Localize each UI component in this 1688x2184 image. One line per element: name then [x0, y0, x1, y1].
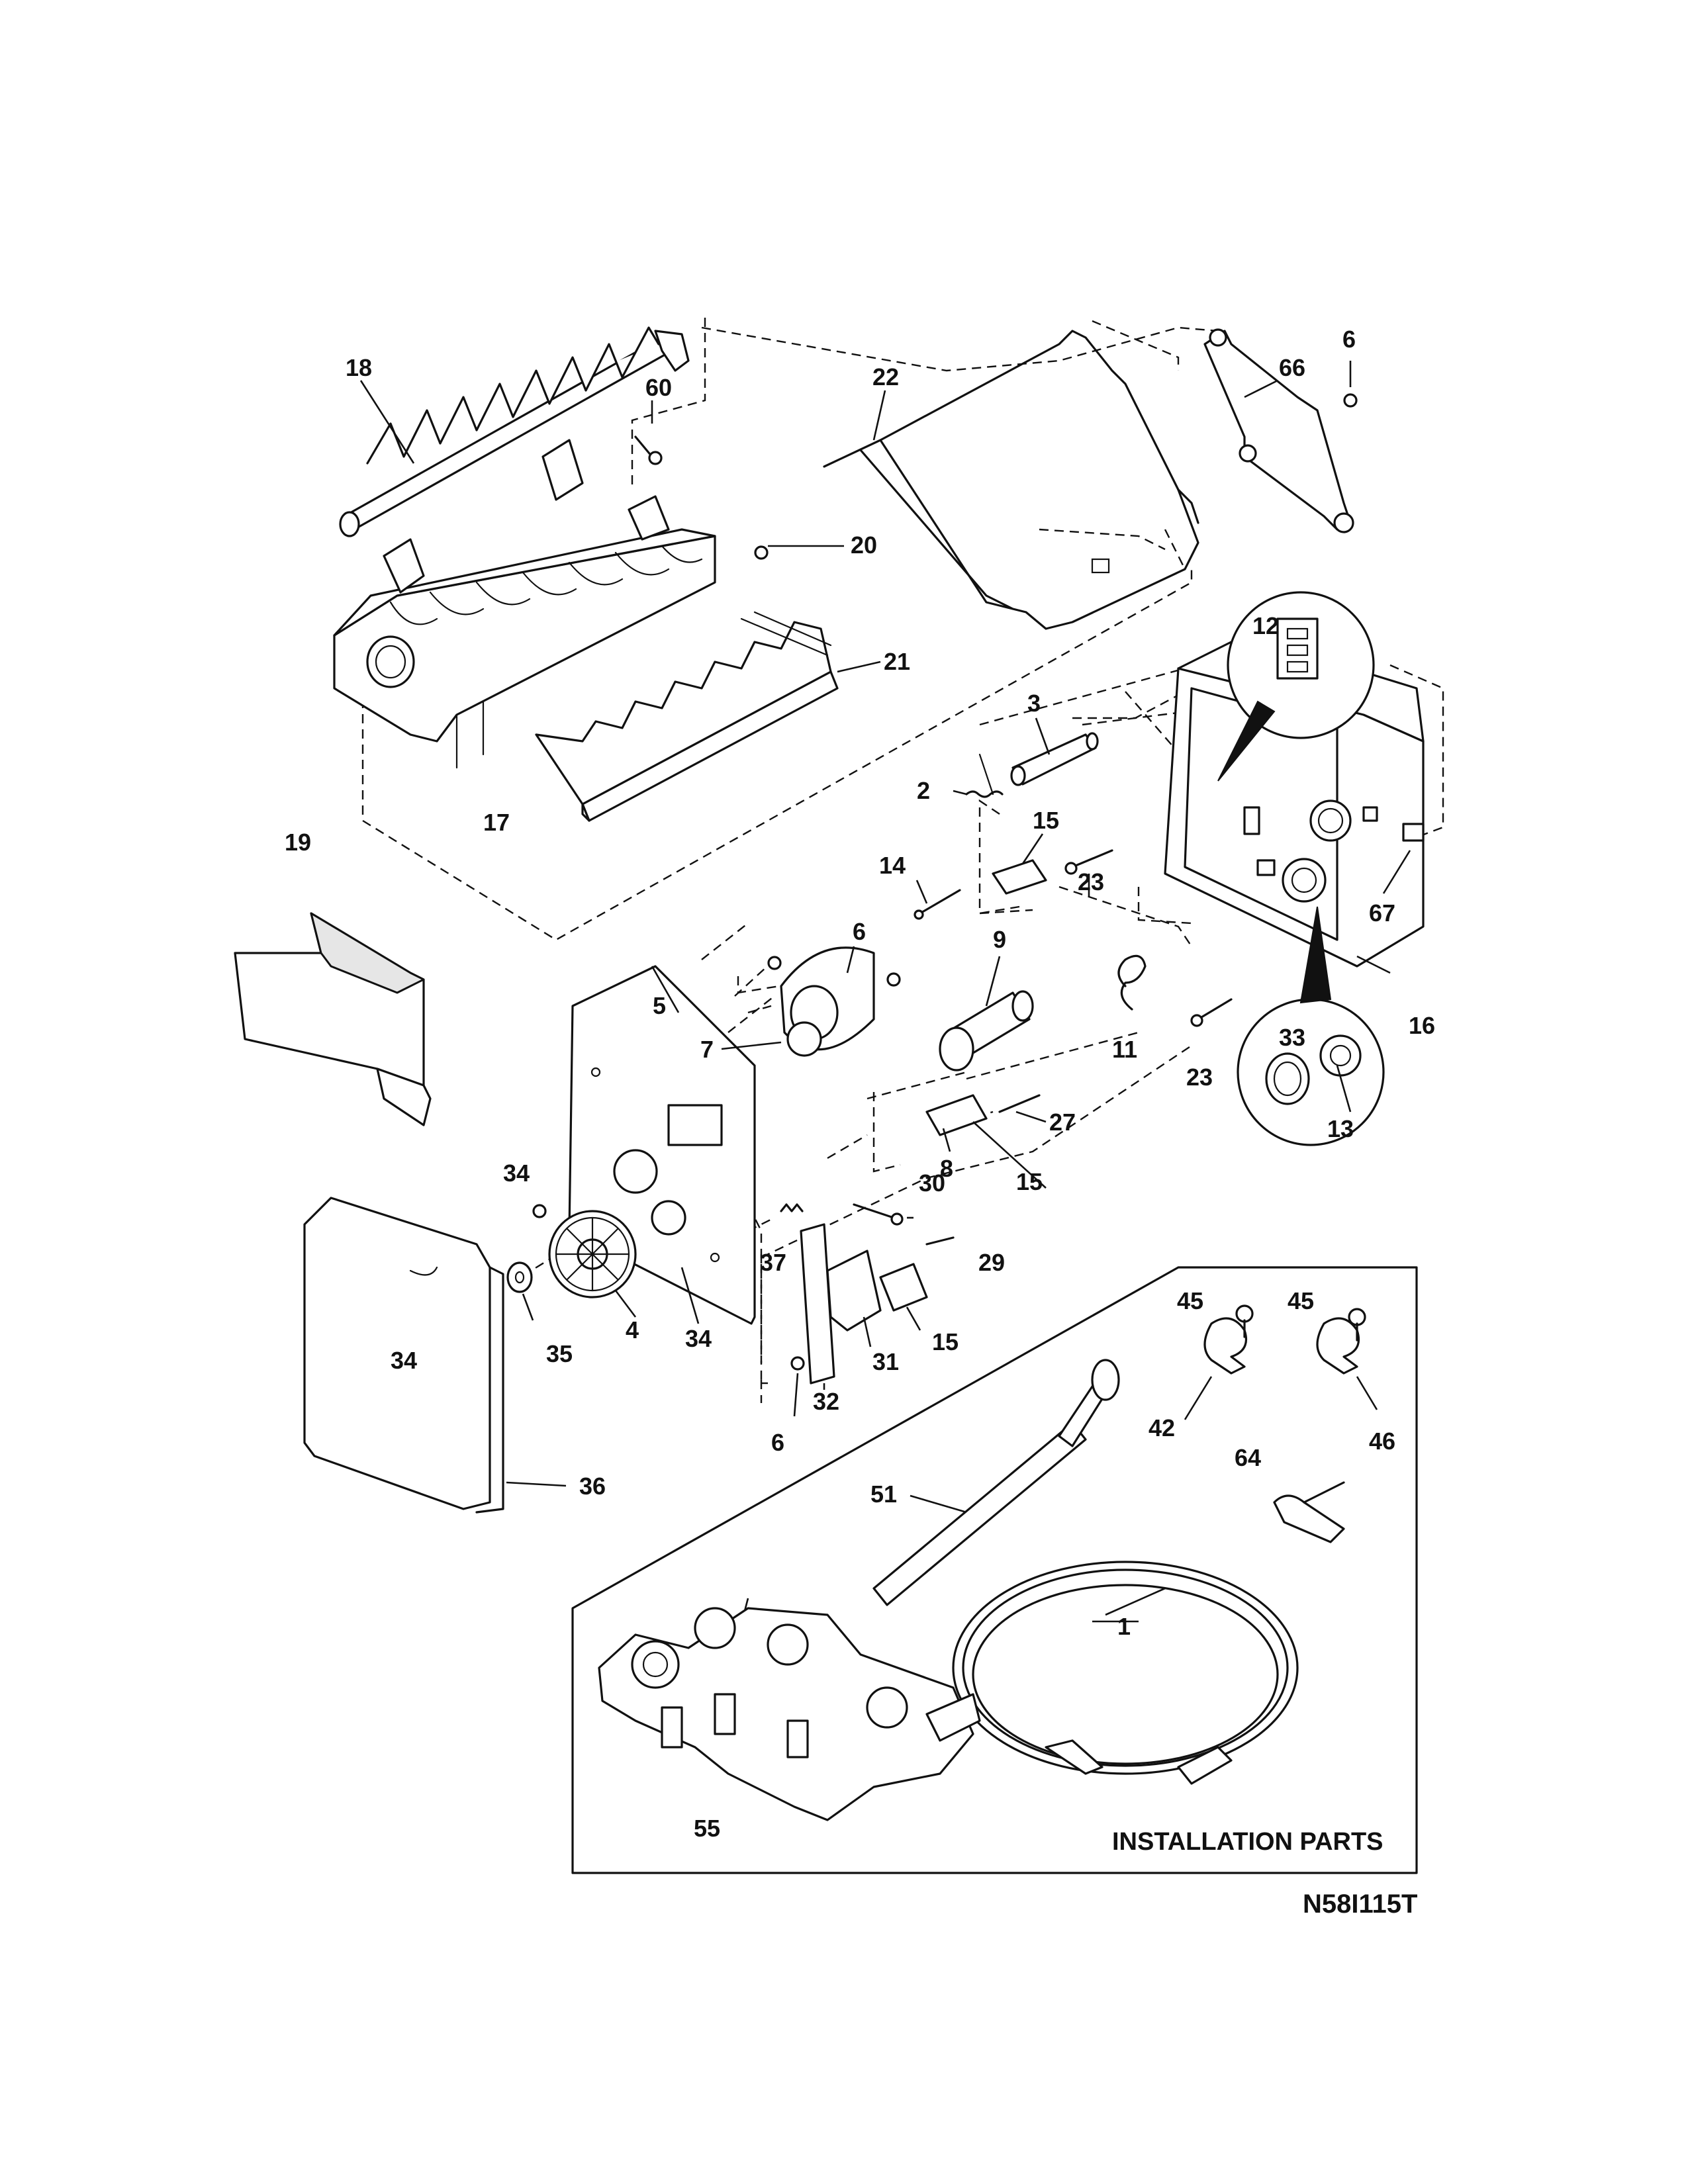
callout-9: 9: [993, 926, 1006, 953]
callout-2: 2: [917, 777, 930, 804]
drive-gear-part: [548, 1210, 637, 1298]
callout-15-low: 15: [932, 1328, 959, 1355]
callout-21: 21: [884, 648, 910, 675]
callout-67: 67: [1369, 899, 1395, 927]
clamp-parts: [1203, 1304, 1366, 1543]
callout-23-lower: 23: [1186, 1064, 1213, 1091]
callout-64: 64: [1235, 1444, 1261, 1471]
callout-15-mid: 15: [1016, 1168, 1043, 1195]
callout-23: 23: [1078, 868, 1104, 895]
ejector-part: [339, 326, 690, 537]
motor-part: [780, 946, 875, 1057]
callout-19: 19: [285, 829, 311, 856]
callout-42: 42: [1149, 1414, 1175, 1441]
fill-tube-part: [872, 1359, 1120, 1606]
callout-46: 46: [1369, 1428, 1395, 1455]
installation-parts-title: INSTALLATION PARTS: [1112, 1828, 1383, 1856]
shield-part: [234, 912, 432, 1126]
callout-6-low: 6: [771, 1429, 784, 1456]
callout-4: 4: [626, 1316, 639, 1343]
callout-32: 32: [813, 1388, 839, 1415]
connector-detail-callout: [1217, 591, 1375, 782]
callout-5: 5: [653, 992, 666, 1019]
callout-3: 3: [1027, 690, 1041, 717]
callout-34-plate: 34: [685, 1325, 712, 1352]
callout-15: 15: [1033, 807, 1059, 834]
callout-6: 6: [1342, 326, 1356, 353]
linkage-plate-part: [1203, 328, 1354, 533]
callout-22: 22: [872, 363, 899, 390]
callout-18: 18: [346, 354, 372, 381]
callout-31: 31: [872, 1348, 899, 1375]
drawing-code: N58I115T: [1303, 1889, 1417, 1919]
callout-45: 45: [1177, 1287, 1203, 1314]
callout-16: 16: [1409, 1012, 1435, 1039]
callout-27: 27: [1049, 1109, 1076, 1136]
feeler-arm-part: [823, 330, 1199, 630]
callout-29: 29: [978, 1249, 1005, 1276]
callout-35: 35: [546, 1340, 573, 1367]
part-callouts: 18 60 22 6 66 20 21 12 17 3 2 15 14 23 6…: [285, 326, 1435, 1842]
callout-55: 55: [694, 1815, 720, 1842]
callout-7: 7: [700, 1036, 714, 1063]
callout-30: 30: [919, 1169, 945, 1197]
timing-cam-part: [939, 990, 1034, 1071]
leader-lines: [359, 361, 1411, 1675]
callout-60: 60: [645, 374, 672, 401]
screw-parts: [370, 393, 1358, 1371]
mold-body-part: [333, 439, 716, 769]
callout-36: 36: [579, 1473, 606, 1500]
callout-51: 51: [870, 1480, 897, 1508]
water-valve-part: [598, 1607, 981, 1821]
callout-33: 33: [1279, 1024, 1305, 1051]
callout-17: 17: [483, 809, 510, 836]
stripper-part: [535, 611, 839, 822]
installation-parts-box: [571, 1266, 1418, 1874]
switch-parts: [879, 859, 1047, 1312]
callout-13: 13: [1327, 1115, 1354, 1142]
callout-6-motor: 6: [853, 918, 866, 945]
spring-and-shaft-parts: [965, 732, 1099, 798]
callout-11: 11: [1112, 1036, 1137, 1063]
callout-20: 20: [851, 531, 877, 559]
callout-45-right: 45: [1288, 1287, 1314, 1314]
callout-37: 37: [760, 1249, 786, 1276]
thermostat-detail-callout: [1237, 906, 1385, 1146]
front-cover-part: [303, 1197, 504, 1514]
callout-34-cover: 34: [391, 1347, 417, 1374]
callout-1: 1: [1117, 1613, 1131, 1640]
callout-66: 66: [1279, 354, 1305, 381]
washer-part: [506, 1261, 533, 1293]
callout-8: 8: [940, 1155, 953, 1182]
callout-34: 34: [503, 1160, 530, 1187]
water-tubing-part: [952, 1561, 1299, 1785]
callout-12: 12: [1252, 612, 1279, 639]
callout-14: 14: [879, 852, 906, 879]
